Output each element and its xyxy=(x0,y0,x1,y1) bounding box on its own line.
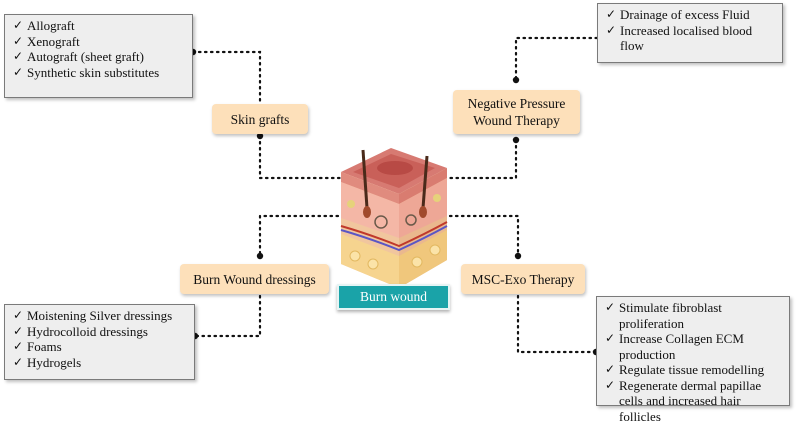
check-icon: ✓ xyxy=(605,300,615,316)
msc-exo-list-box: ✓Stimulate fibroblast proliferation ✓Inc… xyxy=(596,296,790,406)
check-icon: ✓ xyxy=(13,355,23,371)
list-item: ✓Increase Collagen ECM production xyxy=(605,331,783,362)
connector-dot xyxy=(257,253,263,259)
center-label-burn-wound: Burn wound xyxy=(337,284,450,310)
connector-dot xyxy=(513,137,519,143)
list-item: ✓Hydrogels xyxy=(13,355,188,371)
check-icon: ✓ xyxy=(605,331,615,347)
list-item: ✓Drainage of excess Fluid xyxy=(606,7,776,23)
therapy-label-text-line1: Negative Pressure xyxy=(468,95,566,112)
check-icon: ✓ xyxy=(13,18,23,34)
check-icon: ✓ xyxy=(13,34,23,50)
therapy-label-text: MSC-Exo Therapy xyxy=(472,271,575,288)
dressings-list-box: ✓Moistening Silver dressings ✓Hydrocollo… xyxy=(4,304,195,380)
list-item: ✓Allograft xyxy=(13,18,186,34)
check-icon: ✓ xyxy=(606,7,616,23)
check-icon: ✓ xyxy=(13,65,23,81)
list-item: ✓Moistening Silver dressings xyxy=(13,308,188,324)
list-item: ✓Regulate tissue remodelling xyxy=(605,362,783,378)
therapy-label-msc-exo: MSC-Exo Therapy xyxy=(461,264,585,294)
connector-dressings-box xyxy=(195,296,260,336)
list-item: ✓Foams xyxy=(13,339,188,355)
therapy-label-text-line2: Wound Therapy xyxy=(473,112,560,129)
therapy-label-text: Burn Wound dressings xyxy=(193,271,315,288)
therapy-label-npwt: Negative Pressure Wound Therapy xyxy=(453,90,580,134)
connector-skin-grafts-image xyxy=(260,136,340,178)
list-item: ✓Hydrocolloid dressings xyxy=(13,324,188,340)
connector-skin-grafts-box xyxy=(193,52,260,104)
center-label-text: Burn wound xyxy=(360,289,427,305)
check-icon: ✓ xyxy=(13,308,23,324)
therapy-label-text: Skin grafts xyxy=(231,111,290,128)
connector-dressings-image xyxy=(260,216,338,256)
list-item: ✓Synthetic skin substitutes xyxy=(13,65,186,81)
check-icon: ✓ xyxy=(605,362,615,378)
therapy-label-dressings: Burn Wound dressings xyxy=(180,264,329,294)
check-icon: ✓ xyxy=(13,324,23,340)
check-icon: ✓ xyxy=(605,378,615,394)
list-item: ✓Stimulate fibroblast proliferation xyxy=(605,300,783,331)
check-icon: ✓ xyxy=(606,23,616,39)
therapy-label-skin-grafts: Skin grafts xyxy=(212,104,308,134)
connector-dot xyxy=(515,253,521,259)
list-item: ✓Autograft (sheet graft) xyxy=(13,49,186,65)
connector-dot xyxy=(513,77,519,83)
connector-msc-box xyxy=(518,296,596,352)
list-item: ✓Xenograft xyxy=(13,34,186,50)
skin-cross-section-illustration xyxy=(333,138,455,288)
connector-msc-image xyxy=(450,216,518,256)
check-icon: ✓ xyxy=(13,339,23,355)
skin-grafts-list-box: ✓Allograft ✓Xenograft ✓Autograft (sheet … xyxy=(4,14,193,98)
check-icon: ✓ xyxy=(13,49,23,65)
npwt-list-box: ✓Drainage of excess Fluid ✓Increased loc… xyxy=(597,3,783,63)
connector-npwt-box xyxy=(516,38,597,80)
list-item: ✓Regenerate dermal papillae cells and in… xyxy=(605,378,783,424)
list-item: ✓Increased localised blood flow xyxy=(606,23,776,54)
connector-npwt-image xyxy=(448,140,516,178)
